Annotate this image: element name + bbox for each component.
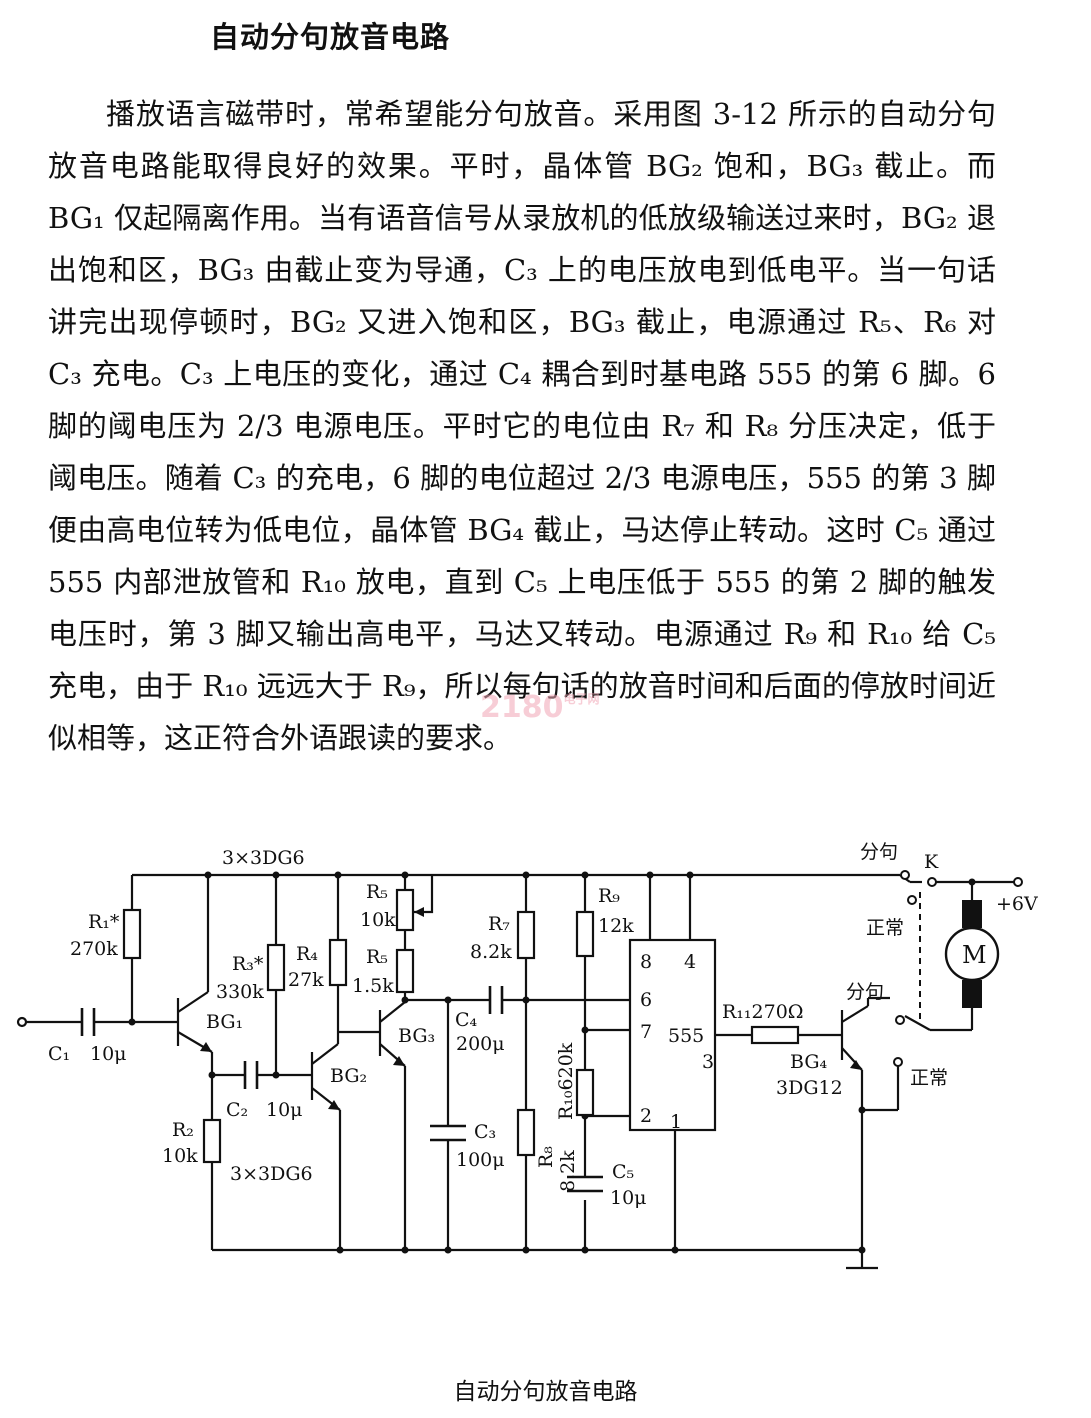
page-title: 自动分句放音电路 <box>210 20 451 54</box>
label-ic: 555 <box>668 1025 704 1047</box>
label-r8-val: 8.2k <box>557 1150 579 1192</box>
capacitor-c3 <box>430 1124 466 1142</box>
label-r3: R₃* <box>232 953 264 975</box>
resistor-r4 <box>328 938 348 987</box>
label-c2-val: 10μ <box>266 1099 303 1121</box>
label-bg4-type: 3DG12 <box>776 1077 843 1099</box>
capacitor-c2 <box>243 1061 259 1089</box>
label-c1-val: 10μ <box>90 1043 127 1065</box>
switch-contacts <box>893 870 1023 1067</box>
body-paragraph: 播放语言磁带时，常希望能分句放音。采用图 3-12 所示的自动分句放音电路能取得… <box>48 97 996 755</box>
label-bg1: BG₁ <box>206 1011 243 1033</box>
label-r7: R₇ <box>488 913 510 935</box>
motor-label: M <box>962 941 987 969</box>
label-top-note: 3×3DG6 <box>222 847 305 869</box>
resistor-r5 <box>395 888 415 932</box>
label-bottom-note: 3×3DG6 <box>230 1163 313 1185</box>
watermark-text: 2180 <box>480 690 564 725</box>
resistor-r1 <box>122 908 142 960</box>
transistor-arrows <box>200 1042 862 1110</box>
label-pin3: 3 <box>702 1051 714 1073</box>
label-r7-val: 8.2k <box>470 941 512 963</box>
label-c5: C₅ <box>612 1161 634 1183</box>
label-pin6: 6 <box>640 989 652 1011</box>
label-sw1-bottom: 正常 <box>866 917 904 939</box>
label-sw2-bottom: 正常 <box>910 1067 948 1089</box>
label-switch-k: K <box>924 851 939 873</box>
label-pin8: 8 <box>640 951 652 973</box>
label-c3-val: 100μ <box>456 1149 505 1171</box>
label-r4-val: 27k <box>288 969 324 991</box>
capacitor-c5 <box>567 1175 603 1193</box>
label-c4: C₄ <box>455 1009 478 1031</box>
circuit-wires <box>16 873 1018 1270</box>
resistor-r7 <box>516 910 536 960</box>
resistor-r9 <box>575 910 595 958</box>
resistor-r10 <box>575 1068 595 1117</box>
label-r8: R₈ <box>535 1146 557 1168</box>
label-sw2-top: 分句 <box>846 981 884 1003</box>
junction-dots <box>128 871 976 1254</box>
label-bg2: BG₂ <box>330 1065 367 1087</box>
label-sw1-top: 分句 <box>860 841 898 863</box>
label-r6: R₅ <box>366 946 388 968</box>
resistor-r3 <box>266 943 286 992</box>
label-r6-val: 1.5k <box>352 975 394 997</box>
ic-555 <box>628 938 717 1132</box>
resistor-r6 <box>395 948 415 994</box>
resistors <box>122 888 800 1164</box>
label-pin4: 4 <box>684 951 696 973</box>
label-r2-val: 10k <box>162 1145 198 1167</box>
label-c5-val: 10μ <box>610 1187 647 1209</box>
label-r9: R₉ <box>598 885 620 907</box>
resistor-r11 <box>750 1025 800 1045</box>
circuit-labels: 3×3DG6 R₁* 270k R₃* 330k R₄ 27k R₅ 10k R… <box>48 841 1038 1209</box>
label-pin2: 2 <box>640 1105 652 1127</box>
label-r5-val: 10k <box>360 909 396 931</box>
label-r2: R₂ <box>172 1119 194 1141</box>
label-c2: C₂ <box>226 1099 248 1121</box>
label-r1: R₁* <box>88 911 120 933</box>
label-bg3: BG₃ <box>398 1025 435 1047</box>
label-r3-val: 330k <box>216 981 264 1003</box>
label-supply: +6V <box>996 893 1038 915</box>
watermark: 2180电子网 <box>480 690 600 725</box>
label-pin1: 1 <box>670 1111 682 1133</box>
label-r4: R₄ <box>296 943 318 965</box>
label-r11: R₁₁270Ω <box>722 1001 804 1023</box>
capacitor-c4 <box>488 986 504 1014</box>
label-r5: R₅ <box>366 881 388 903</box>
label-c3: C₃ <box>474 1121 496 1143</box>
pot-wiper-arrow <box>414 907 424 917</box>
figure-caption: 自动分句放音电路 <box>453 1379 638 1405</box>
label-bg4: BG₄ <box>790 1051 827 1073</box>
watermark-subtext: 电子网 <box>563 692 600 706</box>
label-r1-val: 270k <box>70 938 118 960</box>
resistor-r2 <box>202 1118 222 1164</box>
resistor-r8 <box>516 1108 536 1157</box>
circuit-diagram: M 3×3DG6 R₁* 270k R₃* 330k R₄ 27k R₅ 10k… <box>16 841 1038 1270</box>
label-r10: R₁₀620k <box>555 1042 577 1120</box>
label-c4-val: 200μ <box>456 1033 505 1055</box>
capacitor-c1 <box>80 1008 96 1036</box>
label-c1: C₁ <box>48 1043 70 1065</box>
label-r9-val: 12k <box>598 915 634 937</box>
capacitors <box>80 986 603 1193</box>
label-pin7: 7 <box>640 1021 652 1043</box>
motor: M <box>944 900 1000 1008</box>
